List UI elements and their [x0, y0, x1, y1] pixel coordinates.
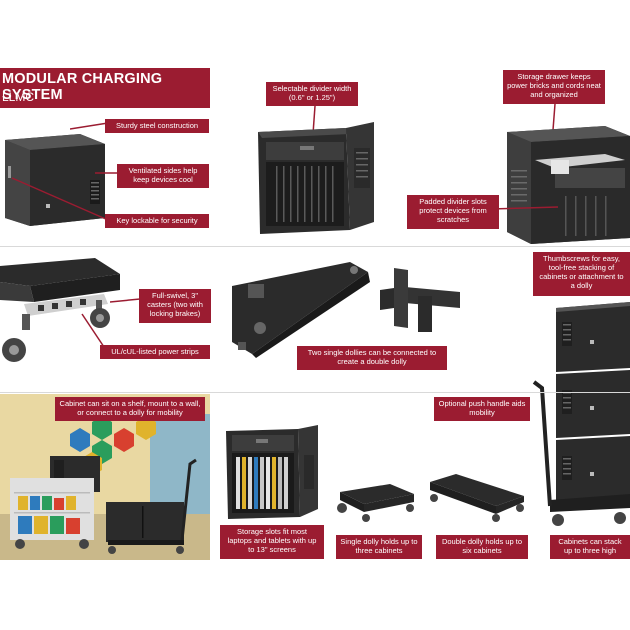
callout-arrow-power	[80, 312, 110, 352]
callout-arrow-steel	[70, 120, 110, 130]
open-cabinet-image	[250, 118, 380, 243]
callout-lockable: Key lockable for security	[105, 214, 209, 228]
callout-thumbscrews: Thumbscrews for easy, tool-free stacking…	[533, 252, 630, 296]
row-separator-2	[0, 392, 630, 393]
double-dolly-image	[426, 470, 526, 522]
callout-stack-three: Cabinets can stack up to three high	[550, 535, 630, 559]
callout-arrow-ventilated	[95, 168, 120, 178]
callout-ventilated: Ventilated sides help keep devices cool	[117, 164, 209, 188]
page-title: MODULAR CHARGING SYSTEM	[2, 71, 163, 103]
row-separator-1	[0, 246, 630, 247]
page-subtitle: LLMC	[2, 90, 35, 104]
callout-double-dolly-connect: Two single dollies can be connected to c…	[297, 346, 447, 370]
callout-push-handle: Optional push handle aids mobility	[434, 397, 530, 421]
callout-arrow-padded	[490, 204, 560, 214]
dolly-wall-bracket-image	[230, 258, 465, 358]
callout-divider-width: Selectable divider width (0.6" or 1.25")	[266, 82, 358, 106]
callout-arrow-lockable	[10, 176, 110, 222]
callout-padded-divider: Padded divider slots protect devices fro…	[407, 195, 499, 229]
stacked-cabinets-image	[520, 296, 630, 528]
callout-steel: Sturdy steel construction	[105, 119, 209, 133]
callout-single-dolly: Single dolly holds up to three cabinets	[336, 535, 422, 559]
callout-arrow-divider	[305, 106, 325, 136]
callout-arrow-casters	[110, 296, 142, 306]
devices-cabinet-image	[222, 425, 322, 525]
callout-storage-drawer: Storage drawer keeps power bricks and co…	[503, 70, 605, 104]
drawer-cabinet-image	[505, 120, 630, 245]
page-title-box: MODULAR CHARGING SYSTEM LLMC	[0, 68, 210, 108]
callout-power-strips: UL/cUL-listed power strips	[100, 345, 210, 359]
callout-mount-options: Cabinet can sit on a shelf, mount to a w…	[55, 397, 205, 421]
callout-storage-slots: Storage slots fit most laptops and table…	[220, 525, 324, 559]
dolly-power-strip-image	[0, 256, 130, 366]
single-dolly-image	[334, 480, 416, 522]
callout-casters: Full-swivel, 3" casters (two with lockin…	[139, 289, 211, 323]
closed-cabinet-image	[0, 130, 112, 230]
callout-double-dolly: Double dolly holds up to six cabinets	[436, 535, 528, 559]
